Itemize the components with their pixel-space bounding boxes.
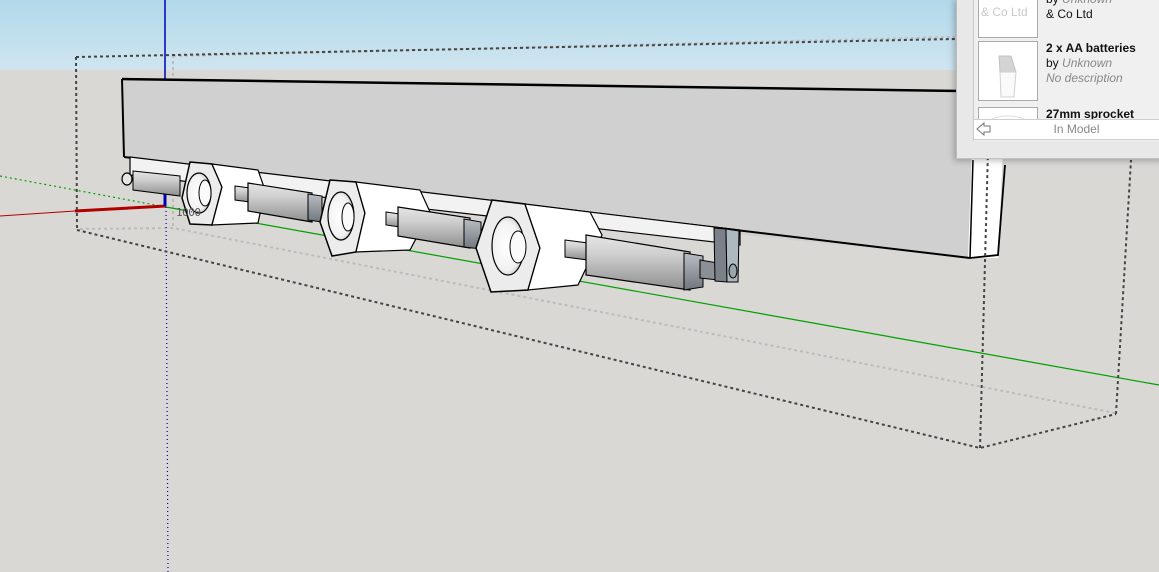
component-meta: 27mm sprocket: [1046, 107, 1159, 120]
cylinder-1: [234, 182, 323, 223]
cylinder-3: [564, 234, 719, 291]
cylinder-2: [385, 206, 482, 250]
components-list-container: & Co Ltd by Unknown & Co Ltd: [973, 0, 1159, 141]
red-axis: [74, 204, 167, 213]
component-thumbnail: & Co Ltd: [978, 0, 1038, 38]
component-title[interactable]: 2 x AA batteries: [1046, 41, 1136, 55]
component-item[interactable]: & Co Ltd by Unknown & Co Ltd: [978, 0, 1159, 38]
end-bracket: [713, 227, 740, 283]
left-cap: [121, 170, 181, 197]
by-prefix: by: [1046, 56, 1059, 70]
axis-measure-label: 1000: [176, 206, 201, 219]
component-item[interactable]: 27mm sprocket: [978, 107, 1159, 120]
component-title[interactable]: 27mm sprocket: [1046, 107, 1135, 120]
component-description: & Co Ltd: [1046, 7, 1093, 21]
component-author[interactable]: Unknown: [1062, 56, 1113, 70]
collection-dropdown[interactable]: In Model: [1053, 122, 1100, 136]
components-list[interactable]: & Co Ltd by Unknown & Co Ltd: [974, 0, 1159, 120]
bounding-box: [75, 38, 1132, 450]
components-nav-bar: In Model: [974, 119, 1159, 140]
component-thumbnail: [978, 41, 1038, 101]
sprocket-thumbnail-icon: [989, 115, 1027, 120]
component-meta: by Unknown & Co Ltd: [1046, 0, 1159, 22]
by-prefix: by: [1046, 0, 1059, 6]
component-description: No description: [1046, 71, 1123, 85]
hex-connector-3: [475, 199, 603, 293]
component-thumbnail: [978, 107, 1038, 120]
component-meta: 2 x AA batteries by Unknown No descripti…: [1046, 41, 1159, 86]
battery-thumbnail-icon: [998, 55, 1017, 98]
back-arrow-icon[interactable]: [976, 121, 992, 137]
components-panel: & Co Ltd by Unknown & Co Ltd: [956, 0, 1159, 159]
blue-axis-neg: [165, 206, 169, 572]
component-author[interactable]: Unknown: [1062, 0, 1112, 6]
red-axis-neg: [0, 210, 76, 217]
green-axis-neg: [0, 175, 167, 208]
thumbnail-text: & Co Ltd: [981, 5, 1028, 19]
component-item[interactable]: 2 x AA batteries by Unknown No descripti…: [978, 41, 1159, 101]
